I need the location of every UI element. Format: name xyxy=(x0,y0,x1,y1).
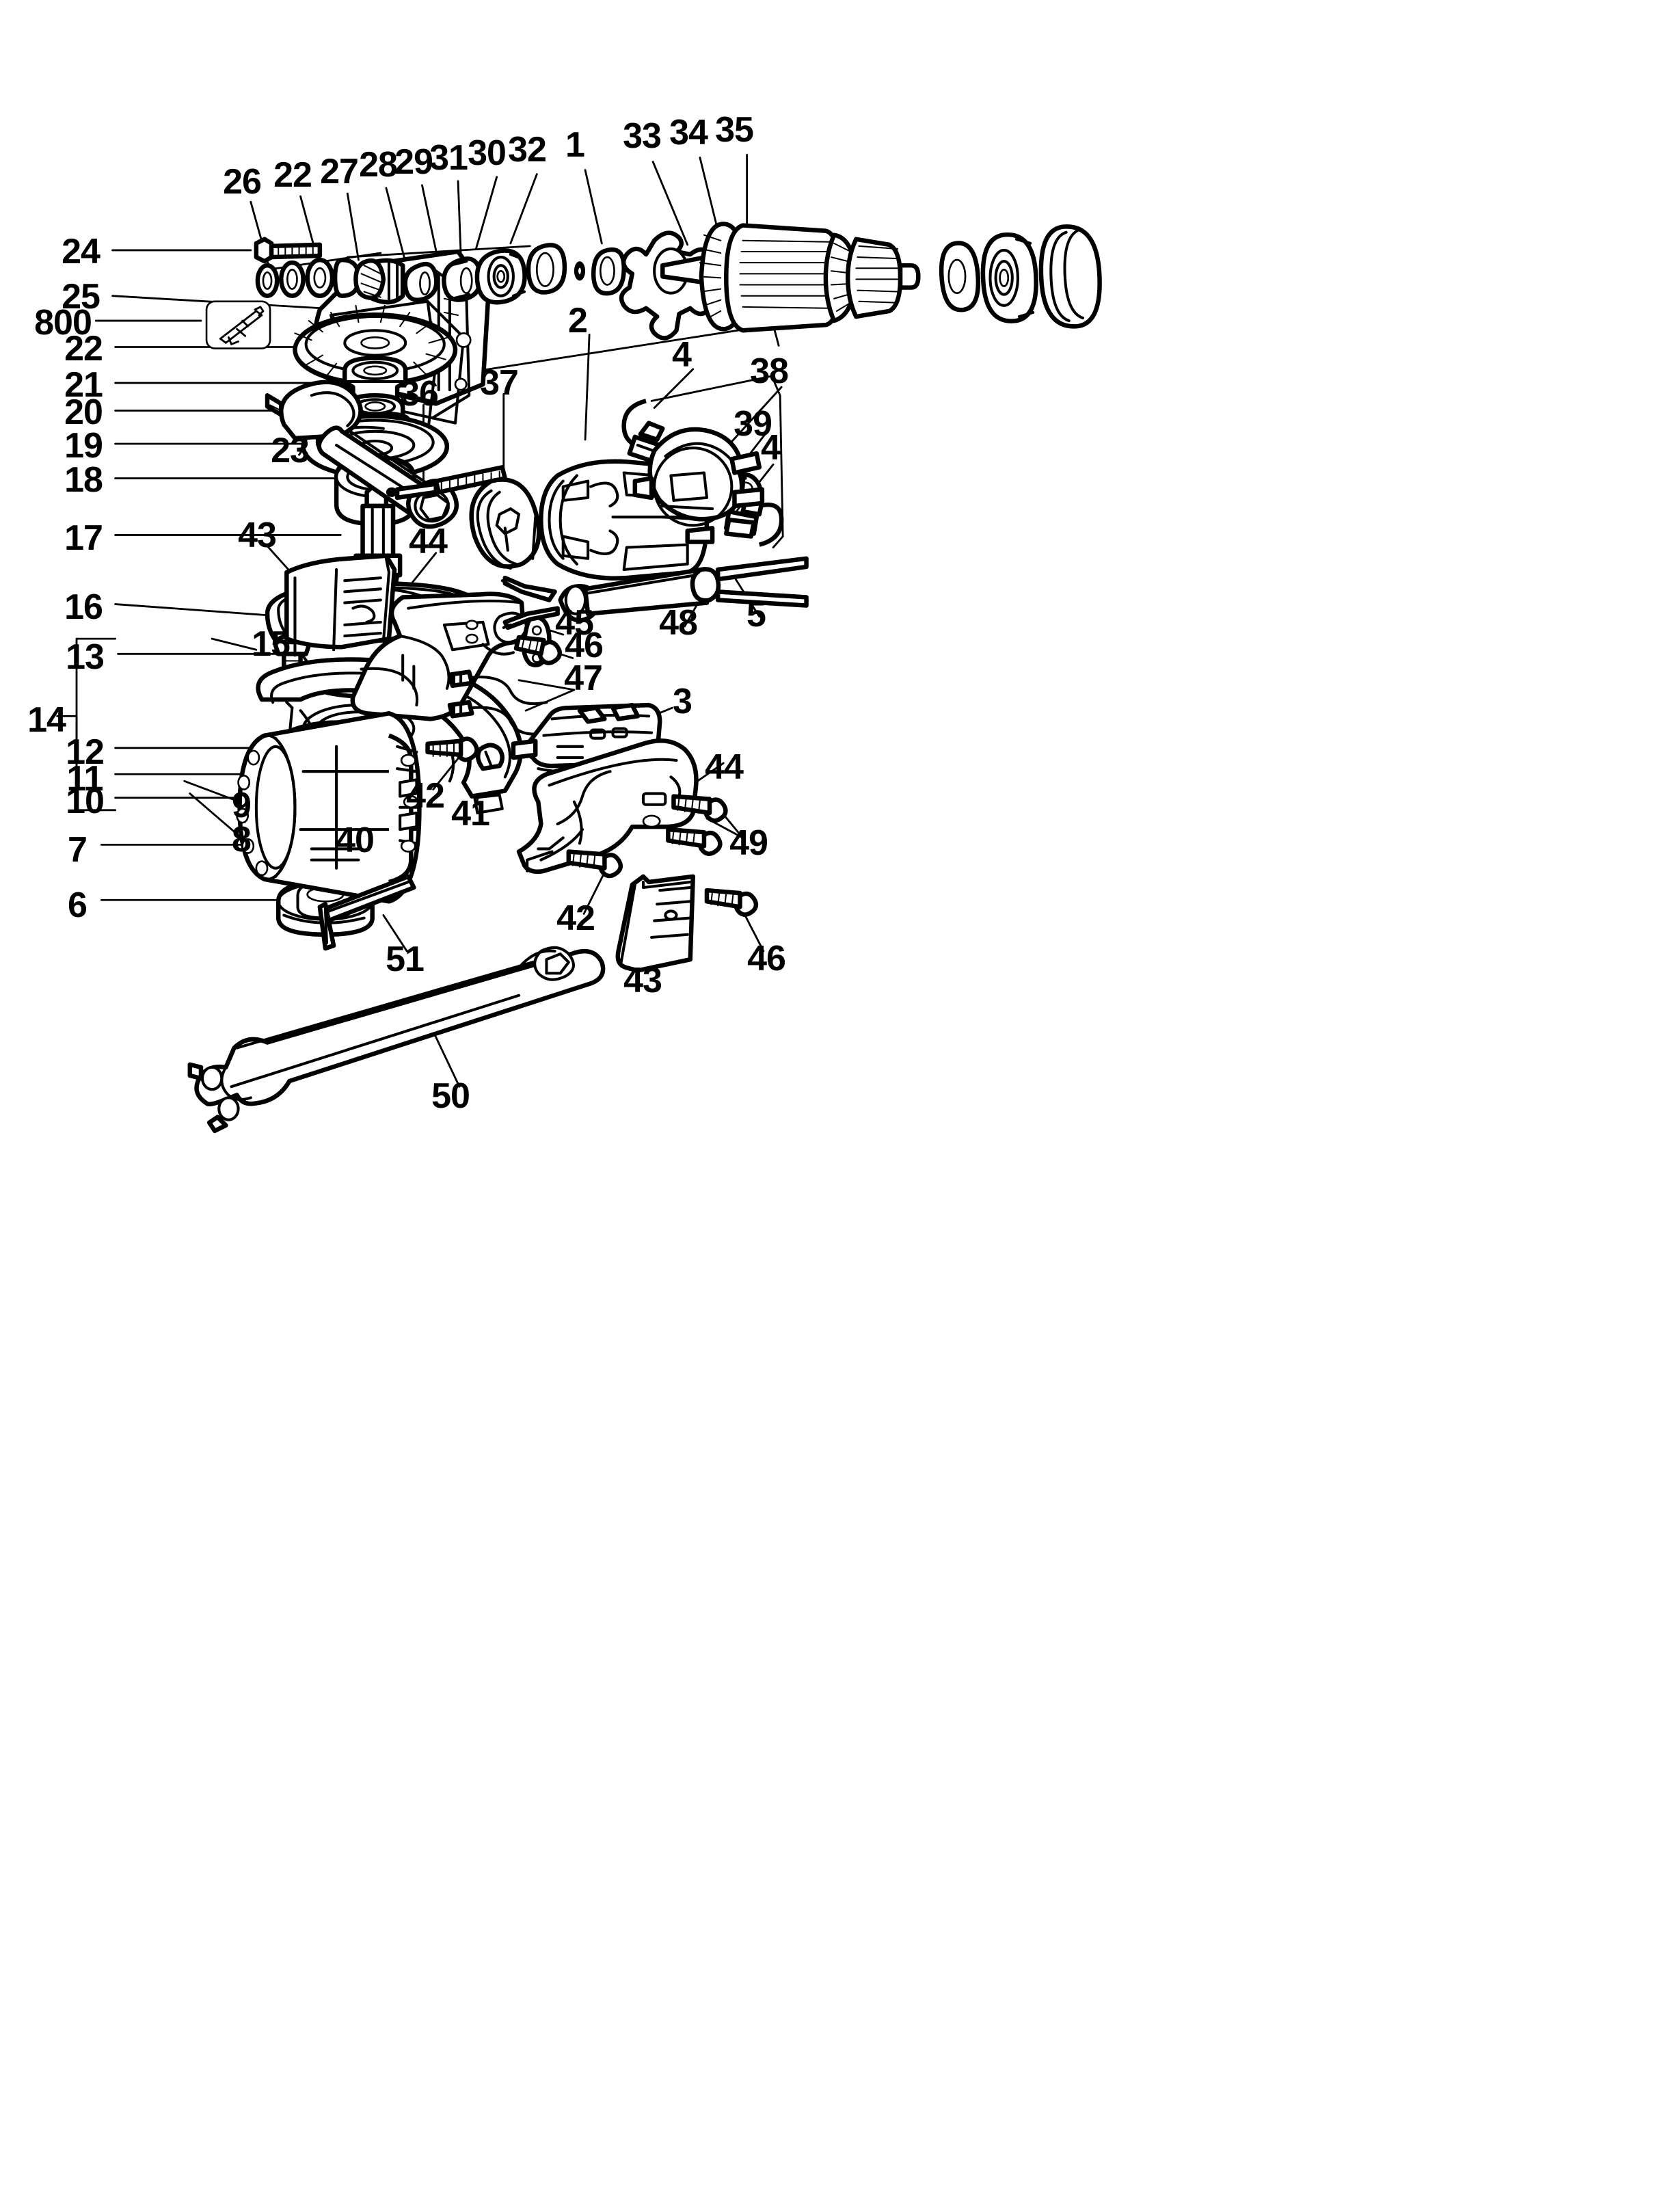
callout-10-hex-nut: 10 xyxy=(66,782,105,821)
part-44-handle-half-lower xyxy=(516,738,699,875)
callout-17-spindle: 17 xyxy=(64,518,103,558)
callout-800-grease: 800 xyxy=(34,303,92,343)
callout-18-ball-bearing: 18 xyxy=(64,460,103,500)
callout-23-side-handle: 23 xyxy=(271,431,310,470)
callout-27-bearing-set: 27 xyxy=(320,152,359,191)
part-26-shim-set xyxy=(255,257,361,298)
callout-11-washer: 11 xyxy=(66,759,104,799)
callout-22-pinion-gear: 22 xyxy=(273,155,312,195)
callout-24-machine-screw: 24 xyxy=(62,232,100,271)
callout-49-screw: 49 xyxy=(729,823,768,863)
callout-32-baffle: 32 xyxy=(508,130,547,170)
callout-42-screw: 42 xyxy=(556,898,595,938)
part-31-o-ring xyxy=(574,261,586,281)
callout-46-screw: 46 xyxy=(747,939,786,978)
part-43-brush-cover-left xyxy=(284,553,397,657)
callout-33-washer: 33 xyxy=(623,116,662,156)
callout-30-felt-washer: 30 xyxy=(468,133,507,173)
callout-47-lead-wire: 47 xyxy=(564,658,603,698)
part-47-lead-wires xyxy=(447,669,548,736)
callout-40-motor-housing: 40 xyxy=(336,821,375,860)
callout-13-screw: 13 xyxy=(66,637,105,677)
callout-46-screw: 46 xyxy=(565,626,604,665)
callout-41-switch-button: 41 xyxy=(451,794,490,834)
callout-4-brush-lead: 4 xyxy=(761,428,781,468)
callout-26-shim-set: 26 xyxy=(223,162,262,202)
part-40-motor-housing xyxy=(236,711,422,904)
callout-7-inner-flange: 7 xyxy=(68,830,88,870)
part-22b-pinion-gear xyxy=(353,258,405,305)
part-29-washer xyxy=(526,243,567,295)
part-41-switch-button xyxy=(475,743,505,771)
callout-21-spacer: 21 xyxy=(64,365,103,405)
callout-34-ball-bearing: 34 xyxy=(669,113,708,152)
part-28-ball-bearing xyxy=(474,248,527,305)
callout-4-brush-lead: 4 xyxy=(672,335,692,375)
callout-36-field-screw: 36 xyxy=(400,374,439,414)
callout-22-spiral-bevel-gear: 22 xyxy=(64,329,103,369)
part-42-screw-right xyxy=(566,849,623,879)
part-51-hex-key xyxy=(317,874,416,951)
part-5-power-cord xyxy=(715,556,809,608)
callout-42-screw: 42 xyxy=(406,776,445,816)
part-38-brush-holder xyxy=(632,427,765,539)
callout-48-cord-protector: 48 xyxy=(659,603,698,643)
callout-43-brush-access-cover: 43 xyxy=(623,961,662,1000)
part-35-bearing-sleeve xyxy=(1038,224,1102,329)
part-30-felt-washer xyxy=(591,247,626,296)
part-49-screws xyxy=(666,794,728,856)
callout-8-guard-bolt: 8 xyxy=(232,820,252,860)
part-24-screw xyxy=(254,237,323,264)
callout-19-washer-plate: 19 xyxy=(64,426,103,466)
part-800-grease-icon xyxy=(205,300,271,349)
callout-45-cord-clamp: 45 xyxy=(555,603,594,643)
part-34-ball-bearing xyxy=(980,232,1038,323)
callout-38-brush-holder-assembly: 38 xyxy=(750,351,789,391)
callout-28-ball-bearing: 28 xyxy=(359,145,398,185)
callout-43-brush-access-cover: 43 xyxy=(238,516,277,555)
callout-51-hex-key: 51 xyxy=(386,940,425,979)
part-46-screw-left xyxy=(513,635,563,665)
part-46-screw-right xyxy=(704,888,759,917)
part-33-washer xyxy=(939,241,981,312)
callout-25-gear-case-cover: 25 xyxy=(62,277,100,317)
part-43-brush-cover-right xyxy=(615,874,696,973)
callout-29-washer: 29 xyxy=(394,142,433,182)
callout-1-armature: 1 xyxy=(565,125,585,165)
callout-12-guard-clamp-plate: 12 xyxy=(66,732,105,772)
part-37-baffle-plate xyxy=(469,477,541,570)
callout-6-outer-flange: 6 xyxy=(68,885,88,925)
callout-35-bearing-sleeve: 35 xyxy=(715,110,754,150)
callout-50-spanner-wrench: 50 xyxy=(431,1076,470,1116)
callout-5-power-cord: 5 xyxy=(746,595,766,635)
callout-39-brush-cap: 39 xyxy=(734,404,772,444)
part-42-screw-mid xyxy=(425,736,479,762)
part-48-cord-protector xyxy=(500,567,721,630)
callout-44-handle-half: 44 xyxy=(409,522,448,561)
callout-16-bearing-housing: 16 xyxy=(64,587,103,627)
part-23-side-handle xyxy=(265,379,459,529)
callout-14-guard-assembly: 14 xyxy=(27,700,66,740)
callout-31-o-ring: 31 xyxy=(429,138,468,178)
part-50-spanner-wrench xyxy=(187,946,606,1134)
part-36-field-screw xyxy=(386,465,508,501)
callout-9-lock-washer: 9 xyxy=(232,786,252,825)
callout-37-baffle-plate: 37 xyxy=(480,363,519,403)
part-1-armature xyxy=(660,222,921,333)
callout-3-switch: 3 xyxy=(673,682,692,721)
part-27-bearing-set xyxy=(403,256,483,302)
callout-15-screw: 15 xyxy=(252,624,291,664)
callout-20-bushing: 20 xyxy=(64,392,103,432)
callout-2-field-assembly: 2 xyxy=(568,301,588,341)
callout-44-handle-half: 44 xyxy=(705,747,744,787)
